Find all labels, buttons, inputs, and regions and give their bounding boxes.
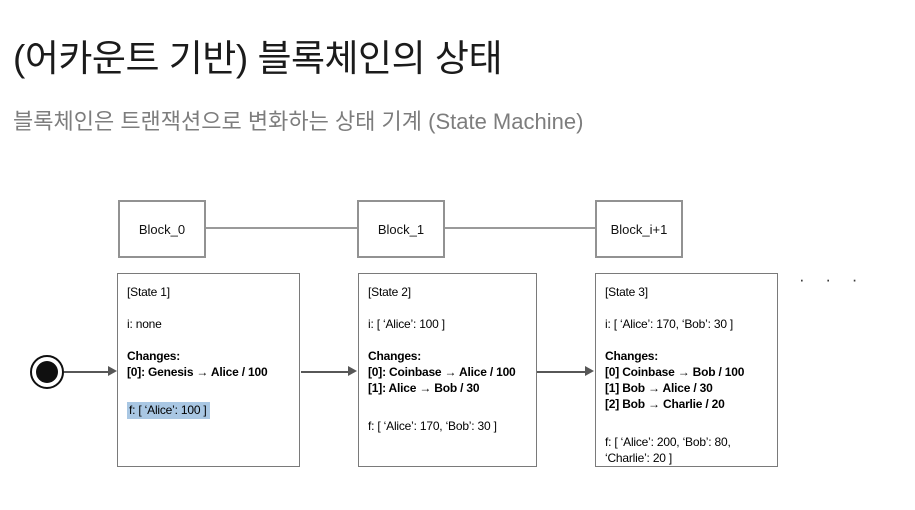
initial-state-dot — [36, 361, 58, 383]
state-initial-value: i: [ ‘Alice’: 170, ‘Bob’: 30 ] — [605, 317, 734, 331]
block-label: Block_0 — [138, 221, 186, 237]
block-node-1: Block_1 — [357, 200, 445, 258]
change-row: [0]: Genesis → Alice / 100 — [127, 365, 268, 379]
page-title: (어카운트 기반) 블록체인의 상태 — [13, 38, 503, 79]
state-initial-value: i: none — [127, 317, 162, 331]
state-box-1: [State 1] i: none Changes: [0]: Genesis … — [117, 273, 300, 467]
arrow-state1-to-state2 — [301, 371, 350, 373]
state-changes: Changes: [0] Coinbase → Bob / 100 [1] Bo… — [605, 348, 770, 412]
state-changes: Changes: [0]: Genesis → Alice / 100 — [127, 348, 292, 380]
ellipsis: · · · — [799, 270, 866, 289]
block-connector-line — [206, 227, 357, 229]
state-final-value: f: [ ‘Alice’: 170, ‘Bob’: 30 ] — [368, 419, 497, 433]
initial-state-icon — [30, 355, 64, 389]
arrow-initial-to-state1 — [64, 371, 110, 373]
state-final-value: f: [ ‘Alice’: 200, ‘Bob’: 80, ‘Charlie’:… — [605, 435, 731, 465]
block-node-0: Block_0 — [118, 200, 206, 258]
block-label: Block_i+1 — [610, 221, 668, 237]
state-box-3: [State 3] i: [ ‘Alice’: 170, ‘Bob’: 30 ]… — [595, 273, 778, 467]
arrowhead-icon — [348, 366, 357, 376]
block-connector-line — [445, 227, 595, 229]
change-row: [1] Bob → Alice / 30 — [605, 381, 713, 395]
change-row: [2] Bob → Charlie / 20 — [605, 397, 725, 411]
state-changes: Changes: [0]: Coinbase → Alice / 100 [1]… — [368, 348, 529, 396]
state-title: [State 2] — [368, 285, 411, 299]
changes-title: Changes: — [605, 349, 659, 363]
change-row: [0] Coinbase → Bob / 100 — [605, 365, 745, 379]
block-label: Block_1 — [377, 221, 425, 237]
state-box-2: [State 2] i: [ ‘Alice’: 100 ] Changes: [… — [358, 273, 537, 467]
state-title: [State 1] — [127, 285, 170, 299]
arrow-state2-to-state3 — [537, 371, 586, 373]
changes-title: Changes: — [368, 349, 422, 363]
state-final-value: f: [ ‘Alice’: 100 ] — [127, 402, 292, 419]
arrowhead-icon — [108, 366, 117, 376]
changes-title: Changes: — [127, 349, 181, 363]
change-row: [1]: Alice → Bob / 30 — [368, 381, 480, 395]
state-initial-value: i: [ ‘Alice’: 100 ] — [368, 317, 445, 331]
block-node-2: Block_i+1 — [595, 200, 683, 258]
state-title: [State 3] — [605, 285, 648, 299]
arrowhead-icon — [585, 366, 594, 376]
change-row: [0]: Coinbase → Alice / 100 — [368, 365, 516, 379]
highlighted-final-value: f: [ ‘Alice’: 100 ] — [127, 402, 210, 419]
page-subtitle: 블록체인은 트랜잭션으로 변화하는 상태 기계 (State Machine) — [13, 109, 584, 134]
